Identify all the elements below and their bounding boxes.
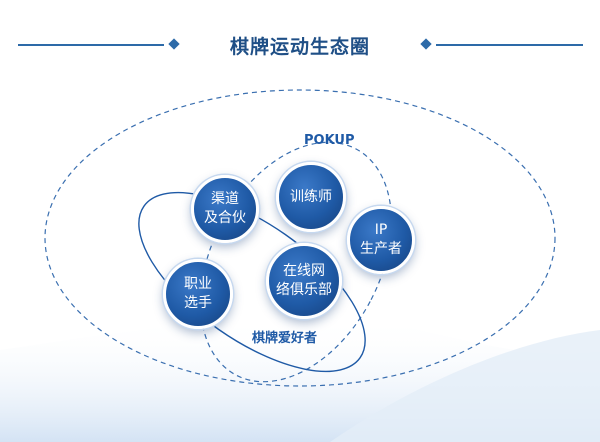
node-ip-line2: 生产者 — [360, 241, 402, 257]
node-channel-partners: 渠道 及合伙 — [191, 175, 259, 243]
node-channel-line1: 渠道 — [211, 191, 239, 207]
node-online-club: 在线网 络俱乐部 — [266, 243, 342, 319]
outer-dashed-ellipse — [44, 89, 556, 387]
node-online-line2: 络俱乐部 — [276, 282, 332, 298]
node-ip-line1: IP — [374, 222, 388, 238]
enthusiasts-label: 棋牌爱好者 — [252, 331, 318, 346]
title-divider-left — [18, 44, 164, 46]
title-divider-right — [436, 44, 583, 46]
node-online-line1: 在线网 — [283, 263, 325, 279]
title-bar: 棋牌运动生态圈 — [0, 22, 600, 62]
node-ip-producer: IP 生产者 — [347, 206, 415, 274]
node-channel-line2: 及合伙 — [204, 210, 246, 226]
enthusiasts-solid-ellipse — [138, 191, 366, 373]
node-trainer: 训练师 — [276, 162, 346, 232]
pokup-label: POKUP — [304, 133, 355, 148]
page-title: 棋牌运动生态圈 — [229, 36, 370, 58]
node-pro-line1: 职业 — [184, 276, 212, 292]
node-trainer-line1: 训练师 — [290, 188, 332, 205]
node-pro-line2: 选手 — [184, 295, 212, 311]
node-pro-player: 职业 选手 — [163, 259, 233, 329]
